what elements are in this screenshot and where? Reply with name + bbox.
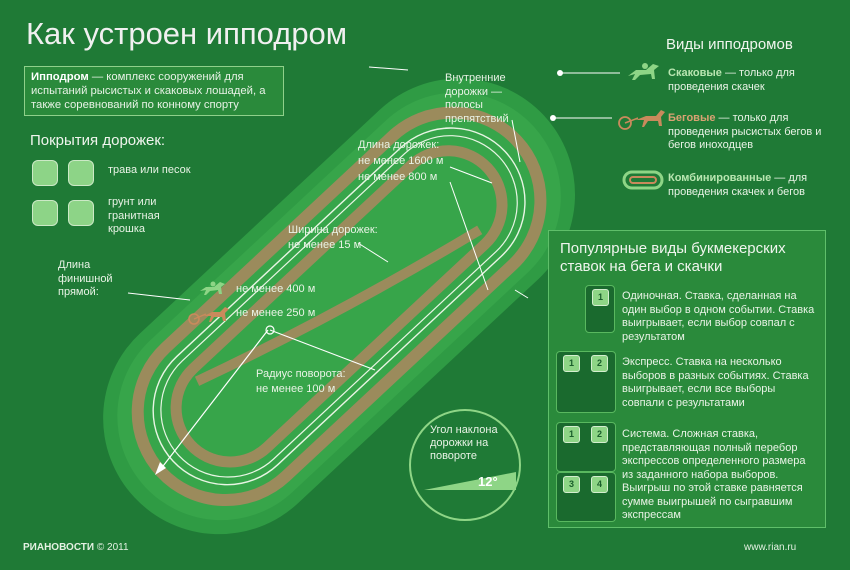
type-2-name: Беговые xyxy=(668,112,716,124)
bet-3-text: Система. Сложная ставка, представляющая … xyxy=(622,428,806,521)
type-1-name: Скаковые xyxy=(668,67,722,79)
gallop-horse-icon xyxy=(628,63,659,80)
width-title: Ширина дорожек: xyxy=(288,224,378,236)
footer-site: www.rian.ru xyxy=(744,542,797,553)
radius-value: не менее 100 м xyxy=(256,383,336,395)
bets-title: Популярные виды букмекерских ставок на б… xyxy=(560,240,786,275)
track-inner-band xyxy=(170,145,508,468)
track-outer-band xyxy=(131,106,547,507)
finish-value-2: не менее 250 м xyxy=(236,307,316,319)
inner-leader xyxy=(511,119,521,163)
type-3-text: — для проведения скачек и бегов xyxy=(668,172,808,198)
chip-number: 1 xyxy=(563,426,580,443)
angle-circle xyxy=(409,409,521,521)
bet-2-text: Экспресс. Ставка на несколько выборов в … xyxy=(622,356,809,409)
length-title: Длина дорожек: xyxy=(358,139,440,151)
intro-box: Ипподром — комплекс сооружений для испыт… xyxy=(24,66,284,116)
dirt-icon xyxy=(32,200,58,226)
intro-term: Ипподром xyxy=(31,71,89,83)
type-2: Беговые — только для проведения рысистых… xyxy=(668,112,828,153)
footer-brand-name: РИАНОВОСТИ xyxy=(23,542,95,553)
width-value: не менее 15 м xyxy=(288,239,362,251)
type-dot-2 xyxy=(550,115,556,121)
finish-value-1: не менее 400 м xyxy=(236,283,316,295)
finish-title: Длина финишной прямой: xyxy=(58,259,113,298)
type-3-name: Комбинированные xyxy=(668,172,772,184)
track-white-line-outer xyxy=(152,127,526,486)
chip-number: 2 xyxy=(591,426,608,443)
trotter-sulky-icon xyxy=(188,307,229,325)
sand-icon xyxy=(68,160,94,186)
chip-number: 3 xyxy=(563,476,580,493)
footer-copyright: © 2011 xyxy=(96,542,129,553)
radius-pointer xyxy=(269,329,376,371)
angle-wedge xyxy=(424,472,516,490)
type-1: Скаковые — только для проведения скачек xyxy=(668,67,828,94)
track-white-line-inner xyxy=(160,135,518,478)
system-bet-chips-bottom: 3 4 xyxy=(556,472,616,522)
sulky-horse-icon xyxy=(618,110,665,130)
length-leader-1 xyxy=(449,166,493,184)
grass-icon xyxy=(32,160,58,186)
angle-value: 12° xyxy=(478,474,498,489)
width-leader xyxy=(357,242,389,263)
type-dot-1 xyxy=(557,70,563,76)
type-3: Комбинированные — для проведения скачек … xyxy=(668,172,828,199)
type-2-text: — только для проведения рысистых бегов и… xyxy=(668,112,822,151)
chip-number: 4 xyxy=(591,476,608,493)
combined-track-icon xyxy=(622,170,664,190)
intro-text: — комплекс сооружений для испытаний рыси… xyxy=(31,71,266,111)
page-title: Как устроен ипподром xyxy=(26,16,348,51)
inner-tracks-label: Внутренние дорожки — полосы препятствий xyxy=(445,72,509,125)
width-arrow xyxy=(514,289,529,299)
express-bet-chips: 1 2 xyxy=(556,351,616,413)
finish-leader xyxy=(127,292,191,301)
radius-line xyxy=(159,329,269,471)
bet-1-text: Одиночная. Ставка, сделанная на один выб… xyxy=(622,290,815,343)
length-leader-2 xyxy=(449,181,489,291)
chip-number: 1 xyxy=(592,289,609,306)
chip-number: 1 xyxy=(563,355,580,372)
surfaces-title: Покрытия дорожек: xyxy=(30,132,166,149)
type-1-text: — только для проведения скачек xyxy=(668,67,795,93)
radius-arrow xyxy=(155,462,166,475)
surface-1-label: трава или песок xyxy=(108,164,191,176)
radius-title: Радиус поворота: xyxy=(256,368,346,380)
types-title: Виды ипподромов xyxy=(666,36,793,53)
length-value-1: не менее 1600 м xyxy=(358,155,444,167)
length-value-2: не менее 800 м xyxy=(358,171,438,183)
surface-2-label: грунт или гранитная крошка xyxy=(108,196,160,235)
race-horse-icon xyxy=(200,281,225,295)
angle-title: Угол наклона дорожки на повороте xyxy=(430,424,498,462)
system-bet-chips-top: 1 2 xyxy=(556,422,616,472)
track-diagonal-obstacle xyxy=(194,225,483,386)
top-leader xyxy=(368,66,409,71)
chip-number: 2 xyxy=(591,355,608,372)
radius-center xyxy=(265,325,275,335)
footer-brand: РИАНОВОСТИ © 2011 xyxy=(23,542,129,553)
granite-icon xyxy=(68,200,94,226)
single-bet-chips: 1 xyxy=(585,285,615,333)
